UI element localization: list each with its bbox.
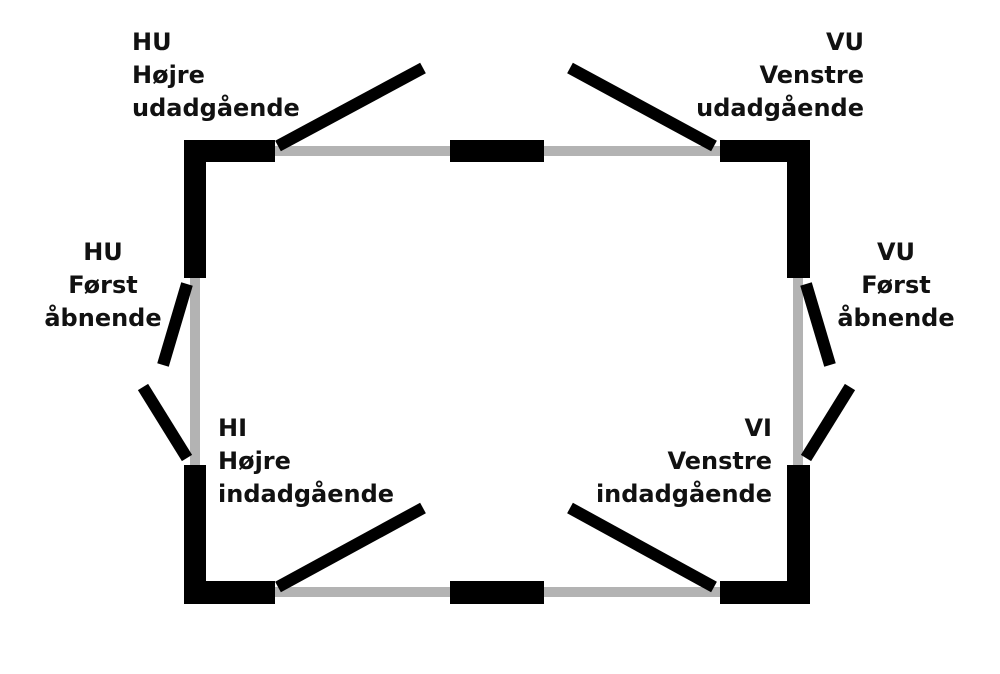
door-leaf-bottom-left (275, 502, 426, 593)
label-bottom-right: VI Venstre indadgående (596, 412, 772, 511)
label-line: indadgående (595, 480, 772, 508)
wall-top-left-vertical (184, 140, 206, 278)
label-left-middle: HU Først åbnende (32, 236, 174, 335)
door-leaf-right-upper (800, 282, 836, 367)
label-right-middle: VU Først åbnende (826, 236, 966, 335)
door-leaf-bottom-right (567, 502, 717, 593)
wall-top-right-vertical (787, 140, 810, 278)
opening-lines (190, 146, 803, 597)
label-line: HU (132, 28, 172, 56)
label-top-right: VU Venstre udadgående (696, 26, 864, 125)
wall-bottom-right-horizontal (720, 581, 810, 604)
label-line: udadgående (696, 94, 864, 122)
label-line: indadgående (218, 480, 395, 508)
label-line: Højre (132, 61, 205, 89)
wall-top-center (450, 140, 544, 162)
label-line: Venstre (667, 447, 773, 475)
label-line: åbnende (44, 304, 162, 332)
door-leaf-left-lower (137, 383, 193, 462)
label-line: Først (68, 271, 138, 299)
door-leaf-right-lower (800, 383, 856, 462)
door-leaf-top-left (275, 62, 426, 152)
walls (184, 140, 810, 604)
label-line: Højre (218, 447, 291, 475)
wall-top-left-horizontal (184, 140, 275, 162)
label-line: VU (825, 28, 864, 56)
label-line: HI (218, 414, 248, 442)
label-line: VI (744, 414, 772, 442)
door-leaf-top-right (567, 62, 717, 152)
label-line: VU (876, 238, 916, 266)
label-bottom-left: HI Højre indadgående (218, 412, 394, 511)
wall-bottom-center (450, 581, 544, 604)
door-leaves (137, 62, 856, 593)
wall-bottom-left-horizontal (184, 581, 275, 604)
label-line: HU (83, 238, 123, 266)
label-top-left: HU Højre udadgående (132, 26, 300, 125)
wall-bottom-right-vertical (787, 465, 810, 604)
label-line: åbnende (837, 304, 955, 332)
wall-bottom-left-vertical (184, 465, 206, 604)
door-leaf-left-upper (157, 282, 193, 367)
label-line: Venstre (759, 61, 865, 89)
label-line: udadgående (132, 94, 300, 122)
label-line: Først (861, 271, 931, 299)
